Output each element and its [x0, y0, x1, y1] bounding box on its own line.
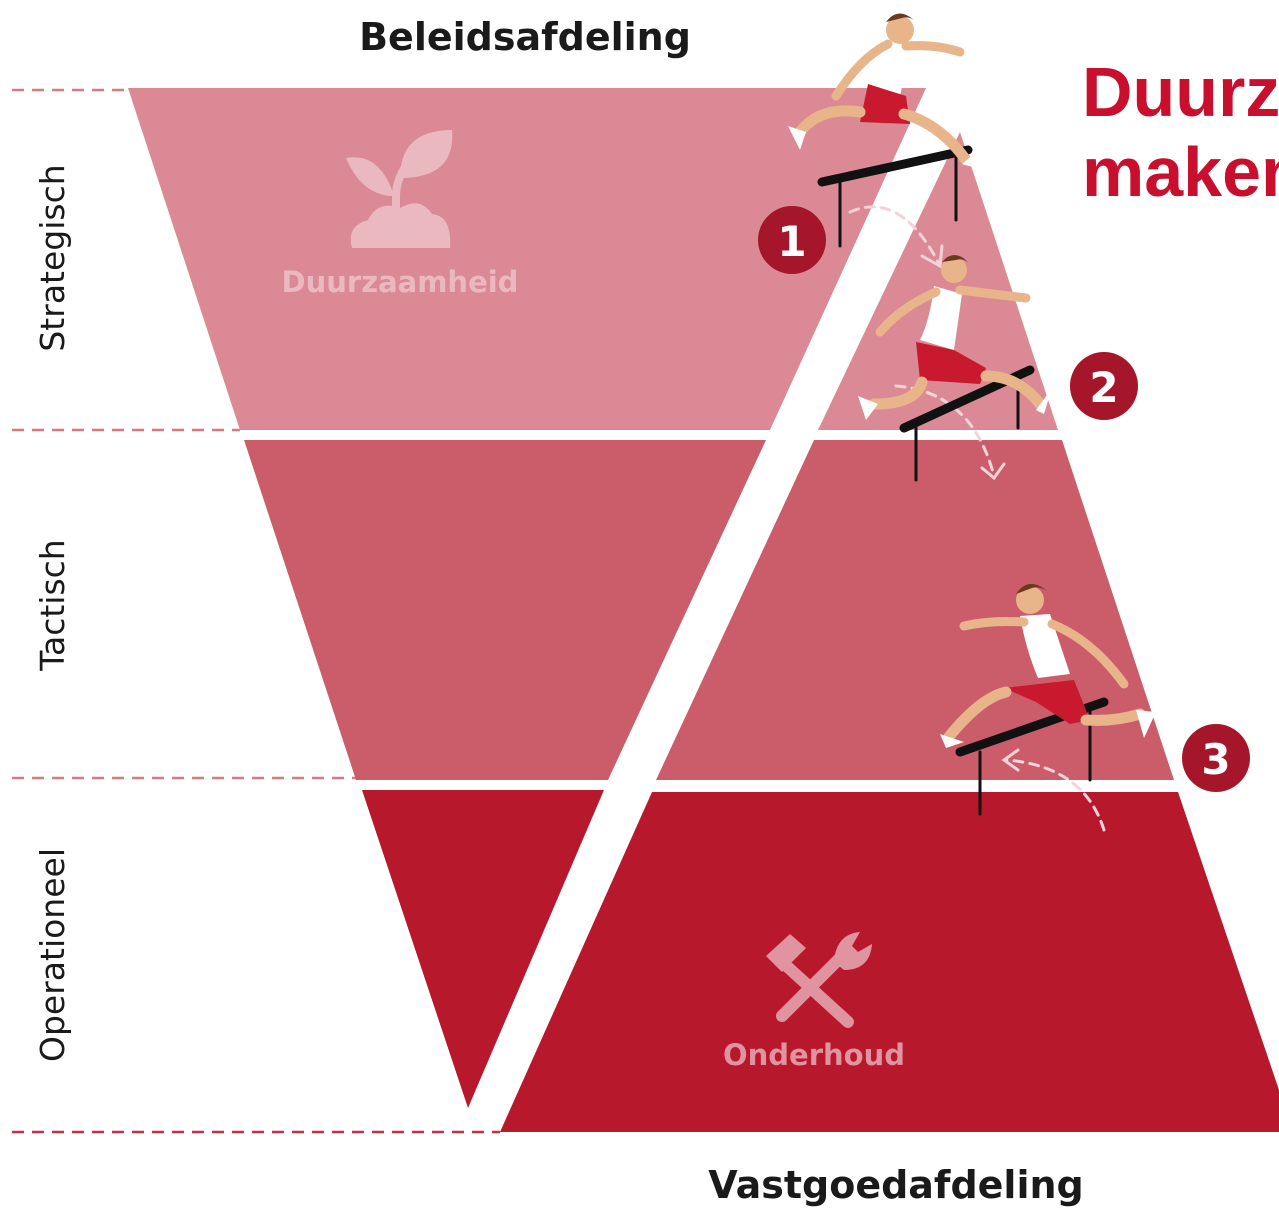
top-label: Beleidsafdeling — [359, 15, 691, 59]
policy-level-strategisch — [128, 88, 926, 430]
arrow-step-2-head — [980, 462, 1006, 481]
arrow-step-1 — [848, 205, 940, 264]
hammer-wrench-icon — [766, 932, 872, 1028]
level-label-operationeel: Operationeel — [33, 848, 72, 1062]
policy-level-operationeel — [362, 790, 604, 1108]
right-domain-label: Onderhoud — [723, 1038, 905, 1072]
headline-line-2: maken — [1082, 133, 1279, 211]
hurdler-icon — [858, 255, 1052, 420]
step-number-2: 2 — [1089, 363, 1118, 412]
step-arrows — [848, 205, 1106, 832]
hurdle-1 — [817, 145, 973, 248]
hurdler-icon — [788, 13, 990, 172]
bottom-label: Vastgoedafdeling — [708, 1163, 1084, 1207]
policy-level-tactisch — [244, 440, 766, 780]
arrow-step-3 — [1004, 758, 1106, 832]
step-badge-3: 3 — [1182, 724, 1250, 792]
sprout-icon — [346, 130, 453, 248]
left-domain-label: Duurzaamheid — [282, 265, 519, 299]
policy-funnel — [128, 88, 926, 1108]
step-number-1: 1 — [777, 217, 806, 266]
arrow-step-1-head — [920, 244, 944, 269]
level-label-strategisch: Strategisch — [33, 164, 72, 351]
property-level-strategisch — [818, 132, 1058, 430]
headline-line-1: Duurzaam — [1082, 53, 1279, 131]
arrow-step-3-head — [1001, 748, 1020, 772]
step-badge-1: 1 — [758, 206, 826, 274]
level-label-tactisch: Tactisch — [33, 539, 72, 671]
step-badge-2: 2 — [1070, 352, 1138, 420]
hurdler-icon — [940, 583, 1156, 748]
level-guides — [12, 88, 500, 1134]
property-level-operationeel — [500, 792, 1279, 1132]
step-number-3: 3 — [1201, 735, 1230, 784]
